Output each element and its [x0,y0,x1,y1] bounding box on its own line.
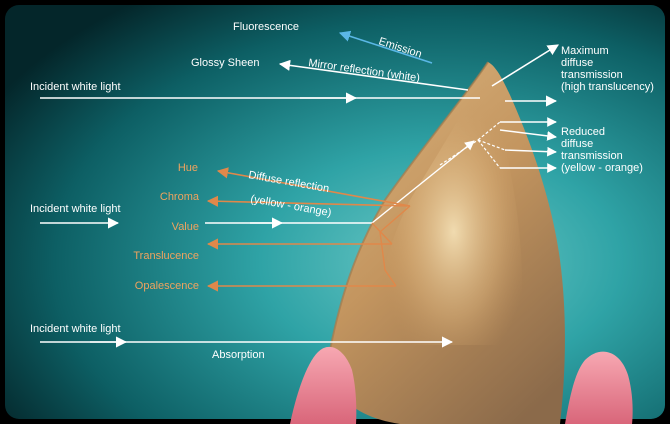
max-diffuse-line-4: (high translucency) [561,81,654,93]
max-diffuse-line-2: diffuse [561,57,593,69]
reduced-diffuse-line-1: Reduced [561,126,605,138]
hue-label: Hue [178,162,198,174]
chroma-label: Chroma [160,191,200,203]
glossy-sheen-label: Glossy Sheen [191,57,259,69]
value-label: Value [172,221,199,233]
translucence-label: Translucence [133,250,199,262]
reduced-diffuse-line-2: diffuse [561,138,593,150]
incident-light-2-label: Incident white light [30,203,121,215]
max-diffuse-line-1: Maximum [561,45,609,57]
opalescence-label: Opalescence [135,280,199,292]
fluorescence-label: Fluorescence [233,21,299,33]
reduced-diffuse-line-3: transmission [561,150,623,162]
absorption-label: Absorption [212,349,265,361]
incident-light-1-label: Incident white light [30,81,121,93]
reduced-diffuse-line-4: (yellow - orange) [561,162,643,174]
incident-light-3-label: Incident white light [30,323,121,335]
max-diffuse-line-3: transmission [561,69,623,81]
